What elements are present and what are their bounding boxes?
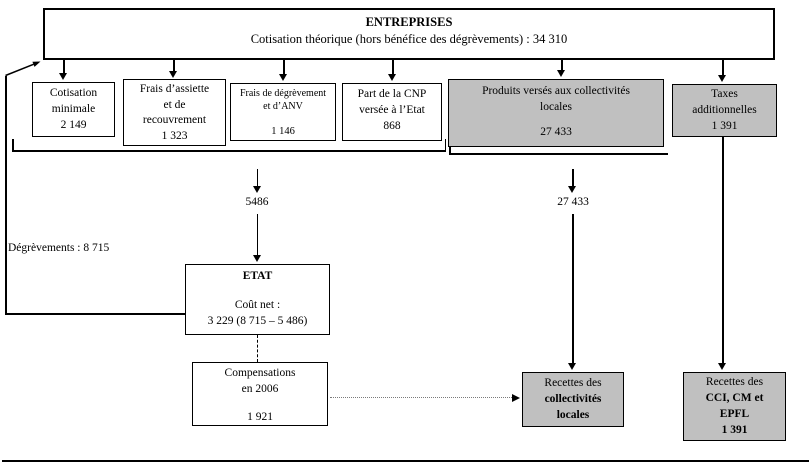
dotted-arrow-line: [330, 397, 514, 398]
box-value: 868: [383, 120, 401, 132]
box-line: Recettes des: [705, 376, 764, 388]
arrow-right-icon: [512, 394, 520, 402]
box-line: collectivités: [544, 393, 602, 405]
bracket-tick: [449, 147, 451, 154]
bracket-tick: [444, 139, 446, 151]
box-line: versée à l’Etat: [359, 104, 425, 116]
arrow-line: [572, 214, 574, 363]
arrow-down-icon: [388, 74, 396, 81]
feedback-line: [5, 313, 186, 315]
arrow-down-icon: [568, 363, 576, 370]
etat-title: ETAT: [242, 270, 273, 282]
box-value: 1 921: [247, 411, 273, 423]
box-line: et d’ANV: [263, 100, 303, 112]
box-line: Part de la CNP: [357, 88, 427, 100]
box-line: CCI, CM et: [705, 392, 764, 404]
part-cnp-box: Part de la CNP versée à l’Etat 868: [342, 83, 442, 141]
box-line: 3 229 (8 715 – 5 486): [207, 315, 308, 327]
frais-assiette-box: Frais d’assiette et de recouvrement 1 32…: [123, 79, 226, 146]
entreprises-subtitle: Cotisation théorique (hors bénéfice des …: [250, 32, 568, 46]
box-value: 1 391: [711, 120, 738, 132]
box-line: Compensations: [224, 367, 296, 379]
arrow-line: [173, 60, 175, 73]
box-line: additionnelles: [692, 104, 757, 116]
produits-collectivites-box: Produits versés aux collectivités locale…: [448, 79, 664, 147]
box-line: locales: [556, 409, 590, 421]
etat-box: ETAT Coût net : 3 229 (8 715 – 5 486): [185, 264, 330, 335]
box-line: Cotisation: [49, 87, 98, 99]
arrow-down-icon: [169, 71, 177, 78]
arrow-line: [572, 169, 574, 186]
arrow-line: [722, 60, 724, 76]
box-line: minimale: [51, 103, 96, 115]
arrow-line: [63, 60, 65, 75]
arrow-line: [392, 60, 394, 75]
arrow-line: [256, 214, 258, 256]
arrow-up-right-icon: [5, 61, 41, 77]
entreprises-title: ENTREPRISES: [365, 15, 453, 29]
entreprises-box: ENTREPRISES Cotisation théorique (hors b…: [43, 8, 775, 60]
arrow-line: [561, 60, 563, 72]
box-value: 2 149: [60, 119, 87, 131]
box-line: Frais d’assiette: [139, 83, 210, 95]
arrow-down-icon: [252, 255, 261, 262]
box-value: 1 146: [271, 126, 295, 137]
box-value: 27 433: [540, 126, 572, 138]
box-line: Produits versés aux collectivités: [482, 85, 630, 97]
box-line: en 2006: [241, 383, 279, 395]
box-line: Taxes: [711, 88, 738, 100]
arrow-down-icon: [718, 363, 726, 370]
degrevements-label: Dégrèvements : 8 715: [8, 242, 110, 254]
dotted-line: [256, 335, 258, 362]
bracket-line: [12, 150, 446, 152]
box-line: recouvrement: [142, 114, 207, 126]
frais-degrevement-box: Frais de dégrèvement et d’ANV 1 146: [230, 83, 336, 141]
flow-value-collectivites: 27 433: [557, 196, 589, 208]
arrow-down-icon: [279, 74, 287, 81]
taxes-additionnelles-box: Taxes additionnelles 1 391: [672, 84, 777, 137]
cotisation-minimale-box: Cotisation minimale 2 149: [32, 82, 115, 137]
box-line: Frais de dégrèvement: [239, 88, 327, 99]
box-value: 1 323: [161, 129, 188, 142]
box-line: EPFL: [719, 408, 750, 420]
compensations-box: Compensations en 2006 1 921: [192, 362, 328, 426]
arrow-down-icon: [718, 75, 726, 82]
arrow-line: [283, 60, 285, 75]
arrow-down-icon: [568, 186, 576, 193]
arrow-down-icon: [252, 186, 261, 193]
arrow-line: [256, 169, 258, 186]
arrow-line: [722, 137, 724, 363]
box-line: Coût net :: [234, 299, 281, 311]
box-line: locales: [540, 101, 572, 113]
arrow-down-icon: [59, 73, 67, 80]
recettes-collectivites-box: Recettes des collectivités locales: [522, 372, 624, 427]
figure-bottom-rule: [2, 460, 809, 462]
feedback-line: [5, 76, 7, 314]
box-value: 1 391: [721, 424, 748, 436]
arrow-down-icon: [557, 70, 565, 77]
bracket-line: [449, 153, 668, 155]
recettes-cci-box: Recettes des CCI, CM et EPFL 1 391: [683, 372, 786, 441]
flow-value-etat: 5486: [245, 196, 269, 208]
bracket-tick: [12, 139, 14, 151]
box-line: Recettes des: [544, 377, 602, 389]
box-line: et de: [163, 98, 186, 111]
